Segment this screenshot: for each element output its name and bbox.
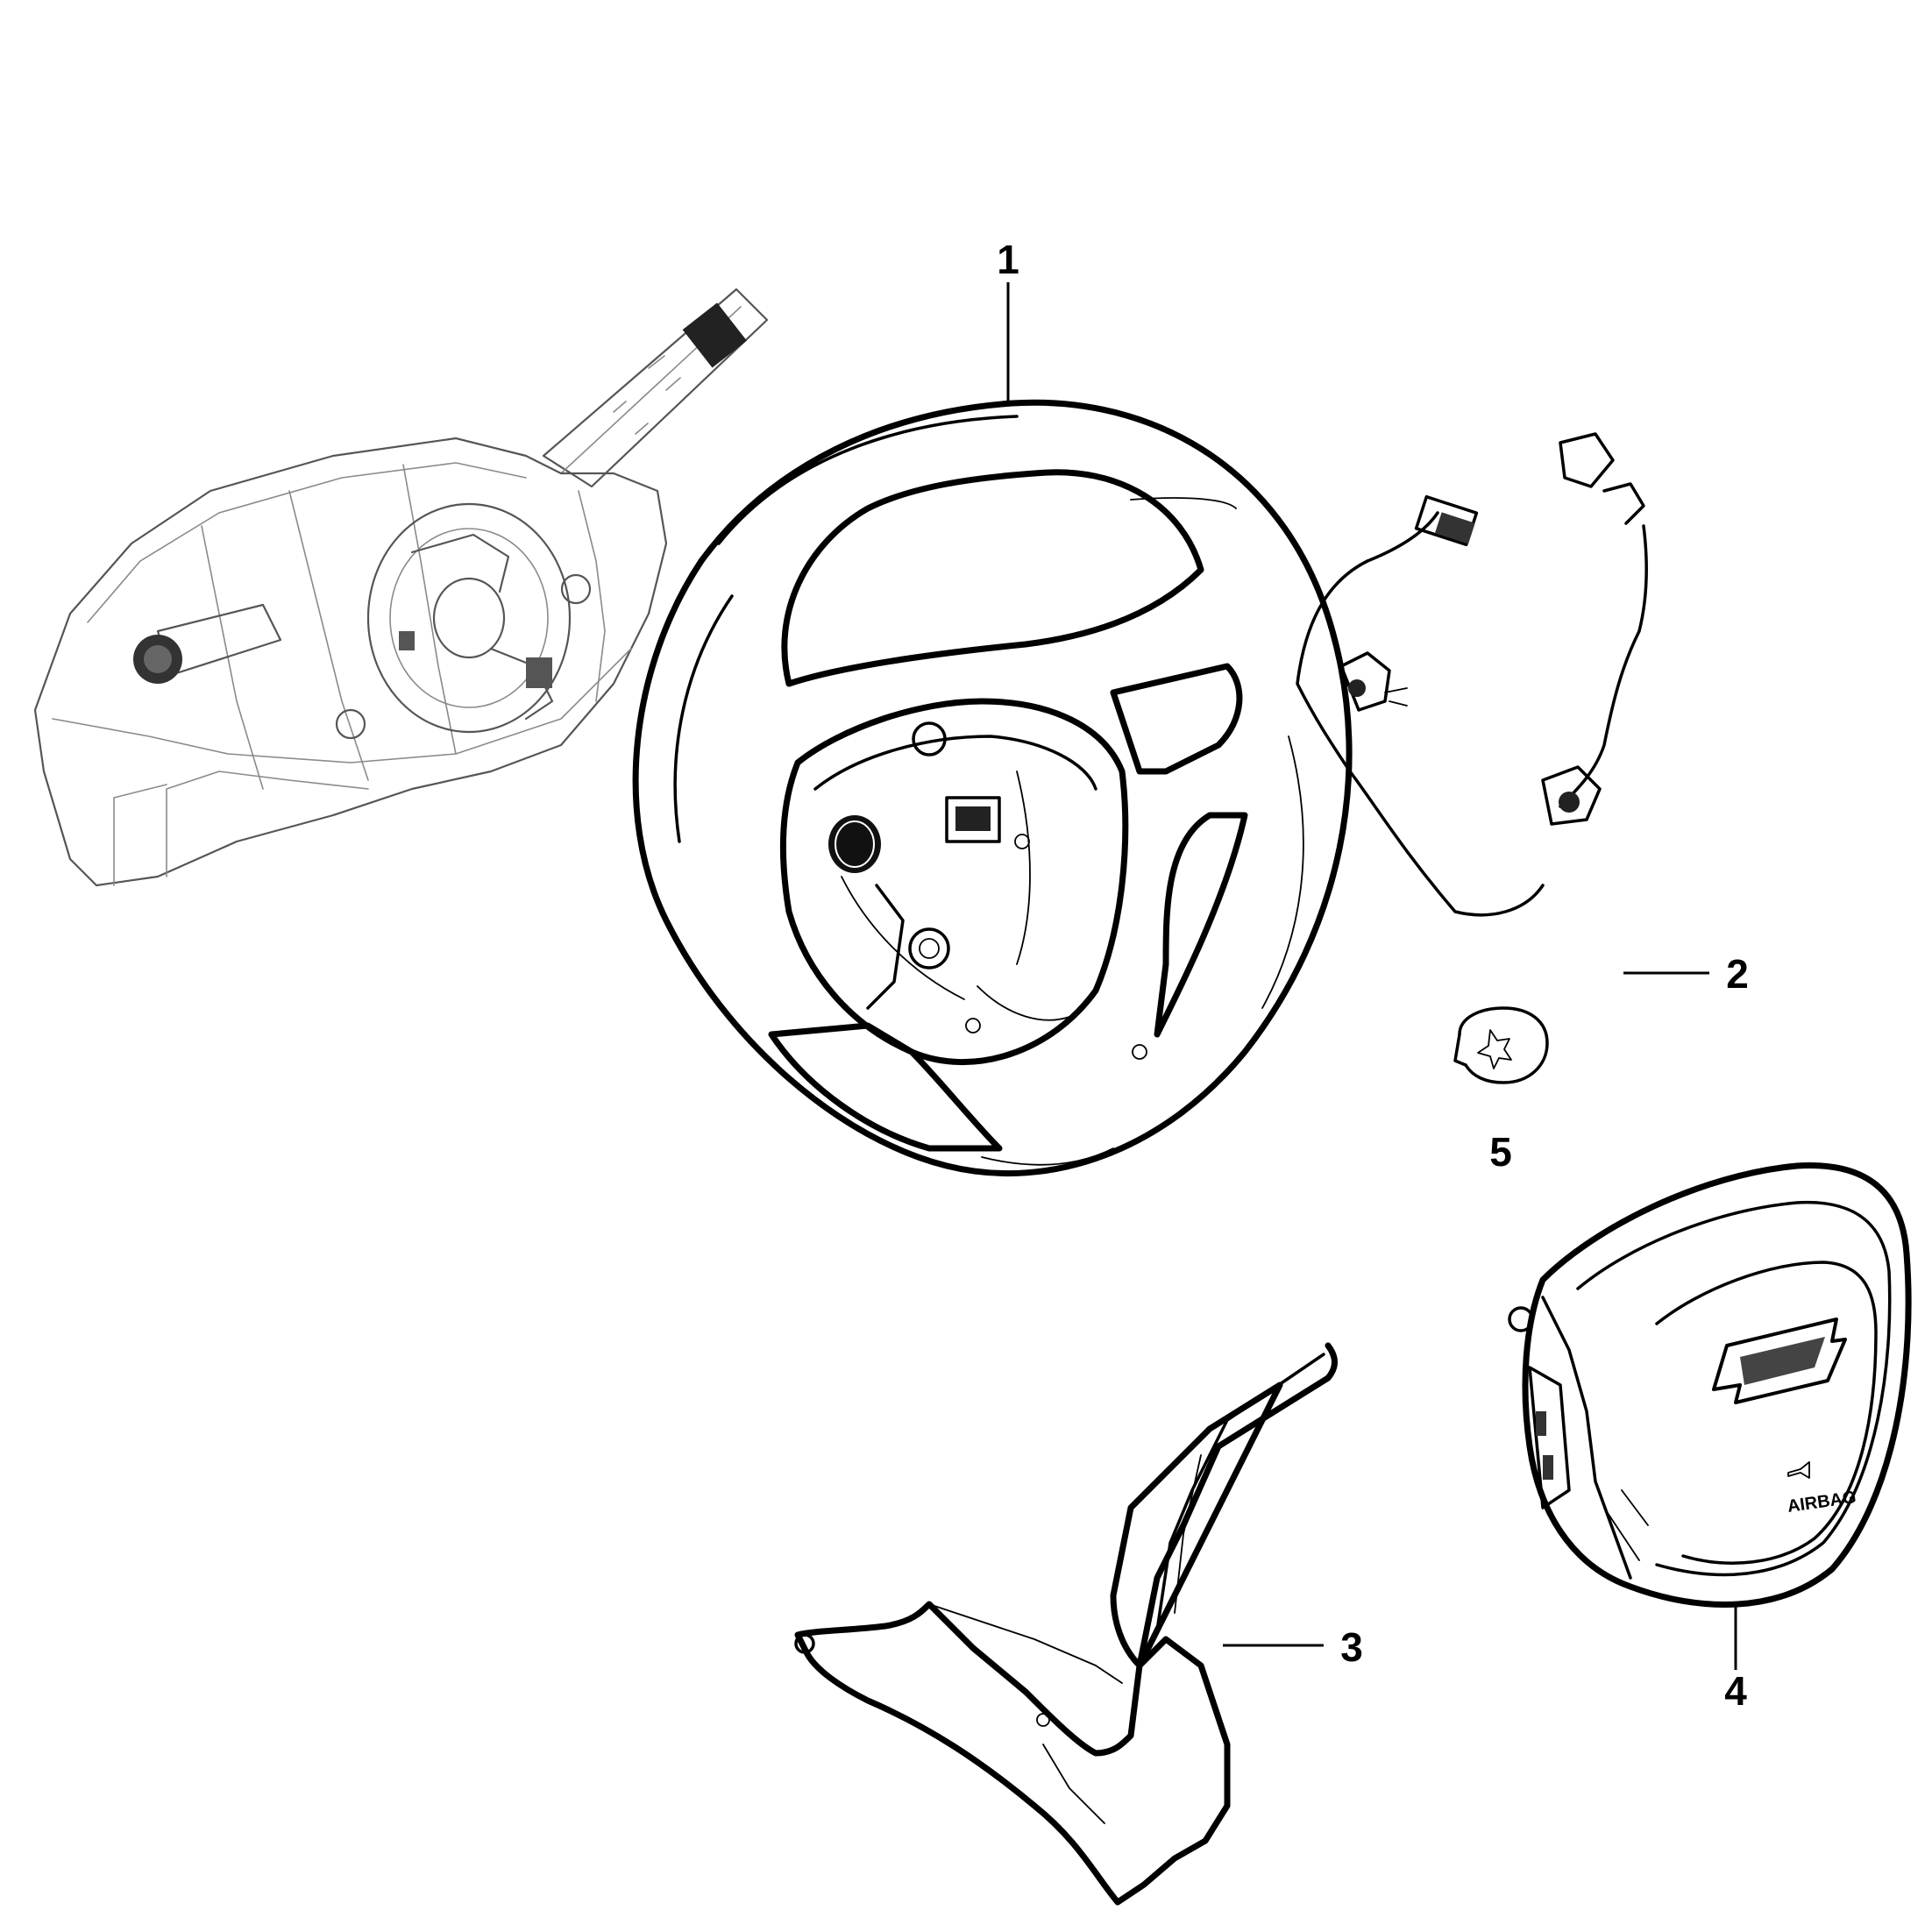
lower-spoke-trim-cover	[794, 1342, 1338, 1906]
steering-column-switch-assembly	[33, 288, 769, 887]
steering-wheel-wiring-harness	[1296, 432, 1649, 917]
callout-3: 3	[1340, 1624, 1363, 1670]
callout-2: 2	[1726, 951, 1749, 997]
callout-1: 1	[997, 237, 1019, 282]
callout-labels: 1 2 3 4 5	[997, 237, 1749, 1714]
callout-4: 4	[1724, 1668, 1747, 1714]
callout-leaders	[1006, 282, 1737, 1670]
steering-wheel-bolt	[1453, 1006, 1549, 1084]
driver-airbag-module: AIRBAG	[1508, 1162, 1912, 1608]
steering-wheel	[632, 399, 1353, 1177]
callout-5: 5	[1489, 1129, 1512, 1175]
airbag-marking-text: AIRBAG	[1786, 1488, 1857, 1516]
